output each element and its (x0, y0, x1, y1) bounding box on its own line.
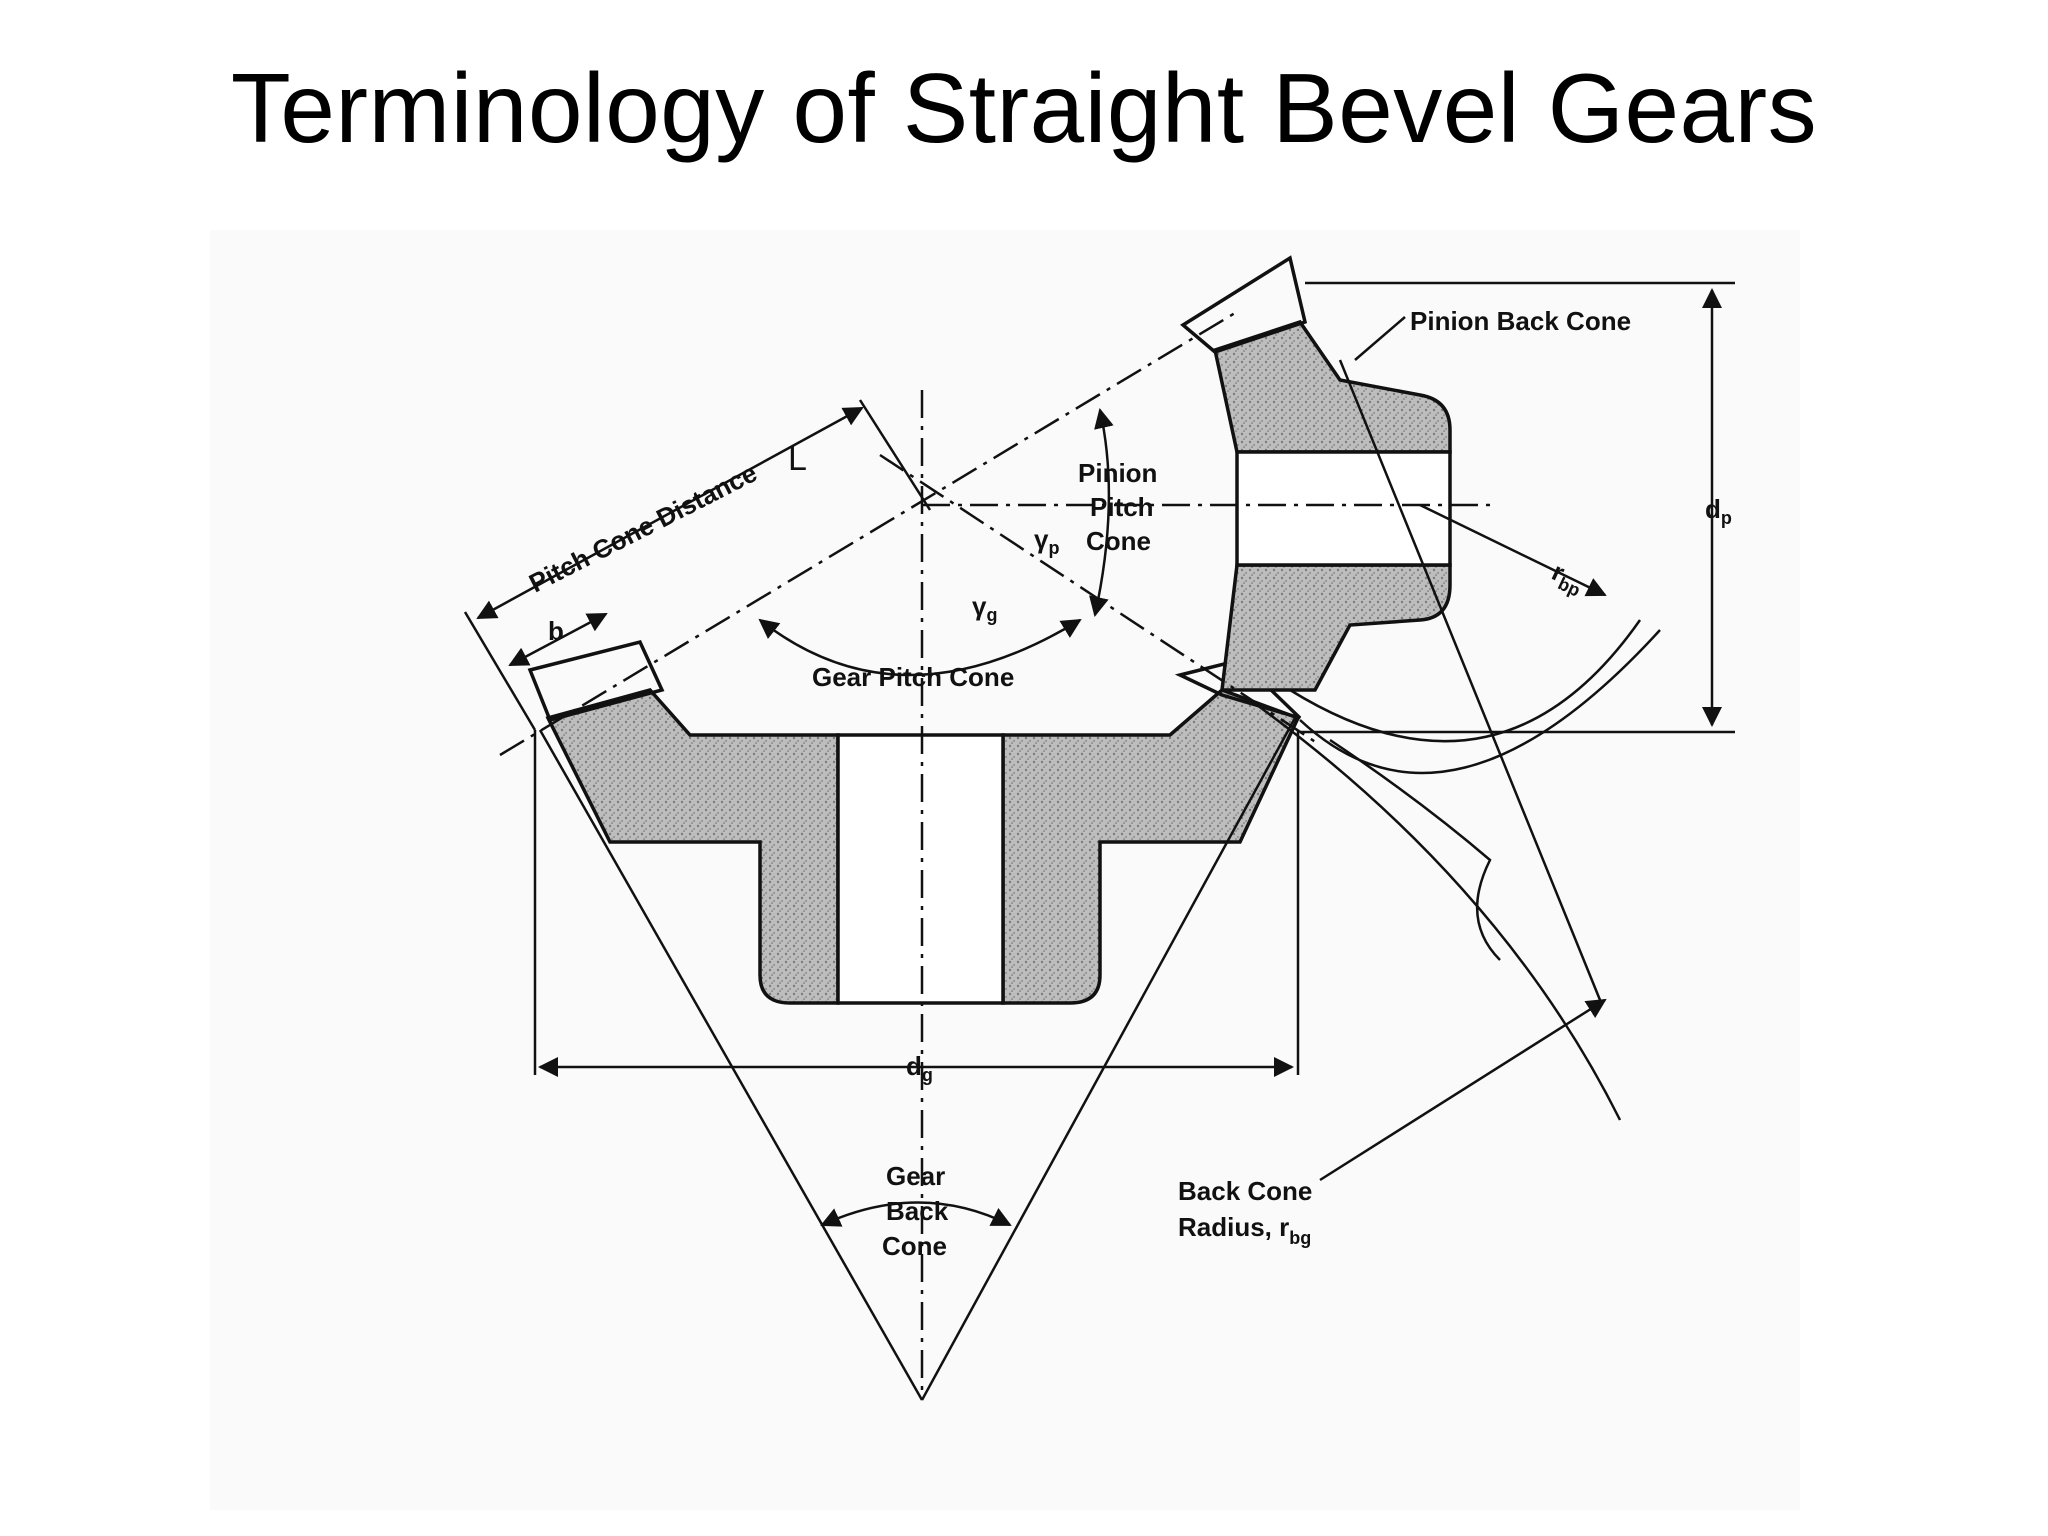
gamma-g-label: γg (972, 591, 997, 625)
rbp-leader (1419, 503, 1607, 597)
pinion-pitch-cone-label-3: Cone (1086, 526, 1151, 556)
pinion-lower-section (1220, 563, 1452, 692)
gear-bore (836, 733, 1005, 1005)
slide-title: Terminology of Straight Bevel Gears (230, 53, 1818, 163)
b-extension (463, 611, 537, 731)
pinion-back-cone-label: Pinion Back Cone (1410, 306, 1631, 336)
pinion-back-cone-leader (1354, 316, 1406, 361)
pinion-pitch-cone-label-2: Pitch (1090, 492, 1154, 522)
pinion-upper-section (1212, 319, 1452, 454)
dp-label: dp (1705, 494, 1732, 528)
gear-pitch-cone-label: Gear Pitch Cone (812, 662, 1014, 692)
L-label: L (788, 440, 807, 478)
back-cone-radius-leader (1319, 998, 1607, 1182)
pinion-back-cone-line (1338, 359, 1602, 1001)
pinion-body (1180, 255, 1452, 692)
mating-arc-1 (1289, 619, 1642, 743)
face-width-label: b (548, 616, 564, 646)
pinion-pitch-cone-arc (1089, 408, 1114, 617)
gear-body (527, 639, 1302, 1005)
pinion-top-tooth (1180, 255, 1308, 354)
gear-back-cone-label-1: Gear (886, 1161, 945, 1191)
mating-arc-3 (1249, 698, 1622, 1121)
mating-arc-2 (1299, 629, 1661, 775)
gear-right-tooth (1174, 658, 1302, 720)
pcd-extension (858, 399, 932, 511)
mating-tooth (1329, 738, 1501, 961)
gear-back-cone-arc (820, 1201, 1012, 1227)
pinion-pitch-cone-label-1: Pinion (1078, 458, 1157, 488)
dg-label: dg (906, 1051, 933, 1085)
gear-pitch-cone-arc (758, 618, 1082, 677)
b-dimension-line (508, 612, 608, 667)
back-cone-radius-label-1: Back Cone (1178, 1176, 1312, 1206)
gear-back-cone-label-2: Back (886, 1196, 949, 1226)
gear-back-cone-label-3: Cone (882, 1231, 947, 1261)
pcd-dimension-line (476, 406, 864, 620)
pinion-bore (1235, 450, 1452, 567)
gamma-p-label: γp (1034, 524, 1059, 558)
back-cone-radius-label-2: Radius, rbg (1178, 1212, 1311, 1248)
